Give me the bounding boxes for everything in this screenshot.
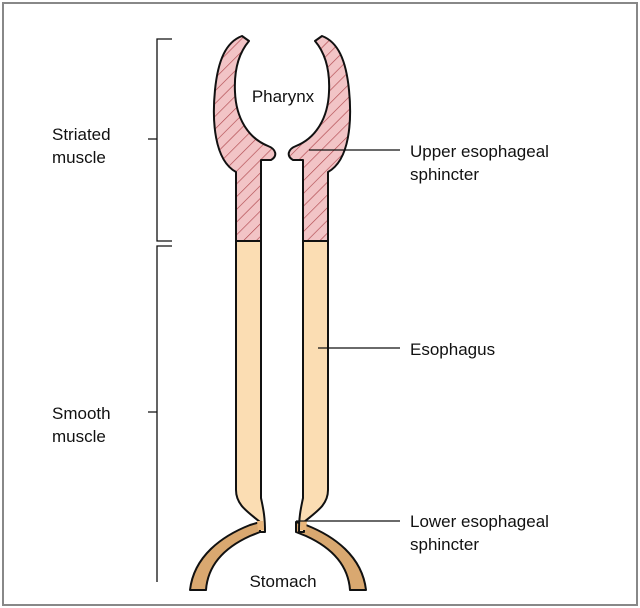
- upper-sphincter-label-line1: Upper esophageal: [410, 142, 549, 161]
- lower-sphincter-label-line1: Lower esophageal: [410, 512, 549, 531]
- smooth-label-line2: muscle: [52, 427, 106, 446]
- upper-sphincter-label-line2: sphincter: [410, 165, 479, 184]
- lower-sphincter-band: [257, 521, 264, 530]
- lower-sphincter-label-line2: sphincter: [410, 535, 479, 554]
- esophagus-label: Esophagus: [410, 340, 495, 359]
- smooth-label-line1: Smooth: [52, 404, 111, 423]
- lower-sphincter-band: [300, 521, 307, 530]
- pharynx-label: Pharynx: [252, 87, 315, 106]
- striated-label-line1: Striated: [52, 125, 111, 144]
- striated-label-line2: muscle: [52, 148, 106, 167]
- stomach-label: Stomach: [249, 572, 316, 591]
